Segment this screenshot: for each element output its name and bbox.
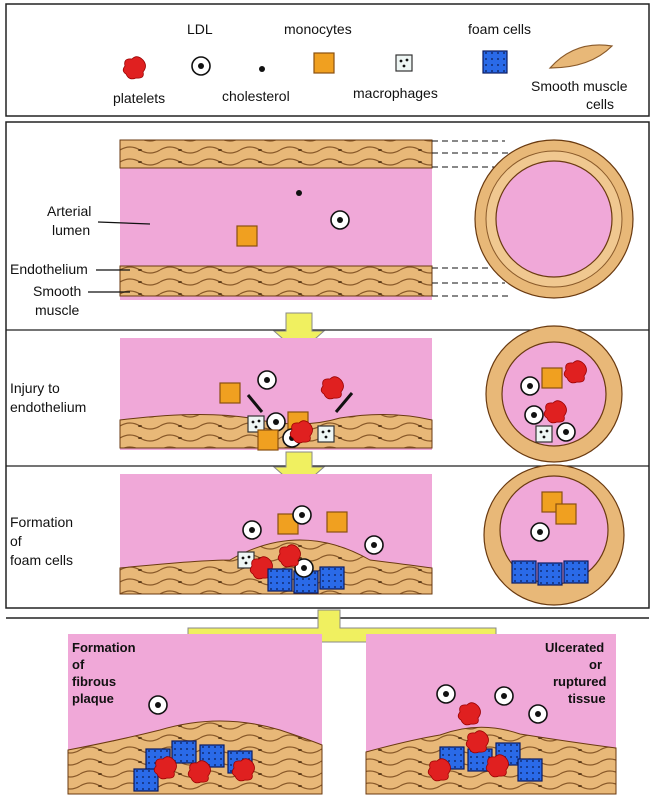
stage4b-foam-d	[518, 759, 542, 781]
stage4b-ldl-c	[529, 705, 547, 723]
stage2-ldl-b	[267, 413, 285, 431]
stage3-foam-cell-c	[320, 567, 344, 589]
label-fibrous-1: Formation	[72, 640, 136, 655]
label-fibrous-3: fibrous	[72, 674, 116, 689]
stage3x-foam	[512, 561, 536, 583]
legend-smooth-muscle-label-2: cells	[586, 96, 614, 112]
stage-ruptured: Ulcerated or ruptured tissue	[366, 634, 616, 794]
legend-platelet-icon	[123, 57, 145, 79]
label-ruptured-1: Ulcerated	[545, 640, 604, 655]
stage3-platelet-b	[278, 545, 300, 567]
stage3x-foam-b	[538, 563, 562, 585]
label-arterial: Arterial	[47, 203, 91, 219]
stage2x-platelet	[564, 361, 586, 383]
legend-cholesterol-label: cholesterol	[222, 88, 290, 104]
stage4a-platelet	[188, 761, 210, 783]
stage4a-foam-e	[134, 769, 158, 791]
label-injury-2: endothelium	[10, 399, 86, 415]
stage4a-platelet-c	[154, 757, 176, 779]
label-fibrous-2: of	[72, 657, 85, 672]
legend-platelets-label: platelets	[113, 90, 165, 106]
legend-foam-cell-icon	[483, 51, 507, 73]
stage2-monocyte-c	[258, 430, 278, 450]
label-ruptured-3: ruptured	[553, 674, 607, 689]
label-injury-1: Injury to	[10, 380, 60, 396]
label-lumen: lumen	[52, 222, 90, 238]
stage4b-platelet-b	[428, 759, 450, 781]
legend-macrophages-label: macrophages	[353, 85, 438, 101]
label-fibrous-4: plaque	[72, 691, 114, 706]
label-ruptured-2: or	[589, 657, 602, 672]
stage1-ldl	[331, 211, 349, 229]
stage2-platelet	[321, 377, 343, 399]
stage3-monocyte-b	[327, 512, 347, 532]
stage-fibrous-plaque: Formation of fibrous plaque	[68, 634, 322, 794]
stage3x-monocyte-b	[556, 504, 576, 524]
stage4b-platelet-c	[486, 755, 508, 777]
legend-macrophage-icon	[396, 55, 412, 71]
stage2x-ldl-b	[525, 406, 543, 424]
label-foam-2: of	[10, 533, 22, 549]
stage4b-platelet-d	[466, 731, 488, 753]
legend-monocyte-icon	[314, 53, 334, 73]
stage2-monocyte	[220, 383, 240, 403]
stage2x-ldl-c	[557, 423, 575, 441]
stage2x-ldl	[521, 377, 539, 395]
stage4b-ldl-b	[495, 687, 513, 705]
stage3-foam-cell	[268, 569, 292, 591]
stage4b-ldl	[437, 685, 455, 703]
legend-ldl-icon	[192, 57, 210, 75]
label-foam-3: foam cells	[10, 552, 73, 568]
stage4a-foam-b	[172, 741, 196, 763]
stage3x-foam-c	[564, 561, 588, 583]
legend-monocytes-label: monocytes	[284, 21, 352, 37]
stage1-cholesterol	[296, 190, 302, 196]
stage3-ldl	[243, 521, 261, 539]
stage4a-ldl	[149, 696, 167, 714]
stage2-ldl	[258, 371, 276, 389]
stage1-monocyte	[237, 226, 257, 246]
stage2-platelet-b	[290, 421, 312, 443]
legend: LDL monocytes foam cells platelets chole…	[6, 4, 649, 116]
stage2-macrophage-b	[318, 426, 334, 442]
stage3-ldl-b	[365, 536, 383, 554]
stage2x-macrophage	[536, 426, 552, 442]
label-foam-1: Formation	[10, 514, 73, 530]
label-endothelium: Endothelium	[10, 261, 88, 277]
legend-cholesterol-icon	[259, 66, 265, 72]
label-ruptured-4: tissue	[568, 691, 606, 706]
stage4b-platelet	[458, 703, 480, 725]
stage4a-platelet-b	[232, 759, 254, 781]
stage3x-ldl	[531, 523, 549, 541]
stage2x-platelet-b	[544, 401, 566, 423]
label-smooth: Smooth	[33, 283, 81, 299]
stage2x-monocyte	[542, 368, 562, 388]
legend-foam-cells-label: foam cells	[468, 21, 531, 37]
label-muscle: muscle	[35, 302, 80, 318]
stage3-ldl-c	[293, 506, 311, 524]
legend-smooth-muscle-label-1: Smooth muscle	[531, 78, 628, 94]
legend-ldl-label: LDL	[187, 21, 213, 37]
